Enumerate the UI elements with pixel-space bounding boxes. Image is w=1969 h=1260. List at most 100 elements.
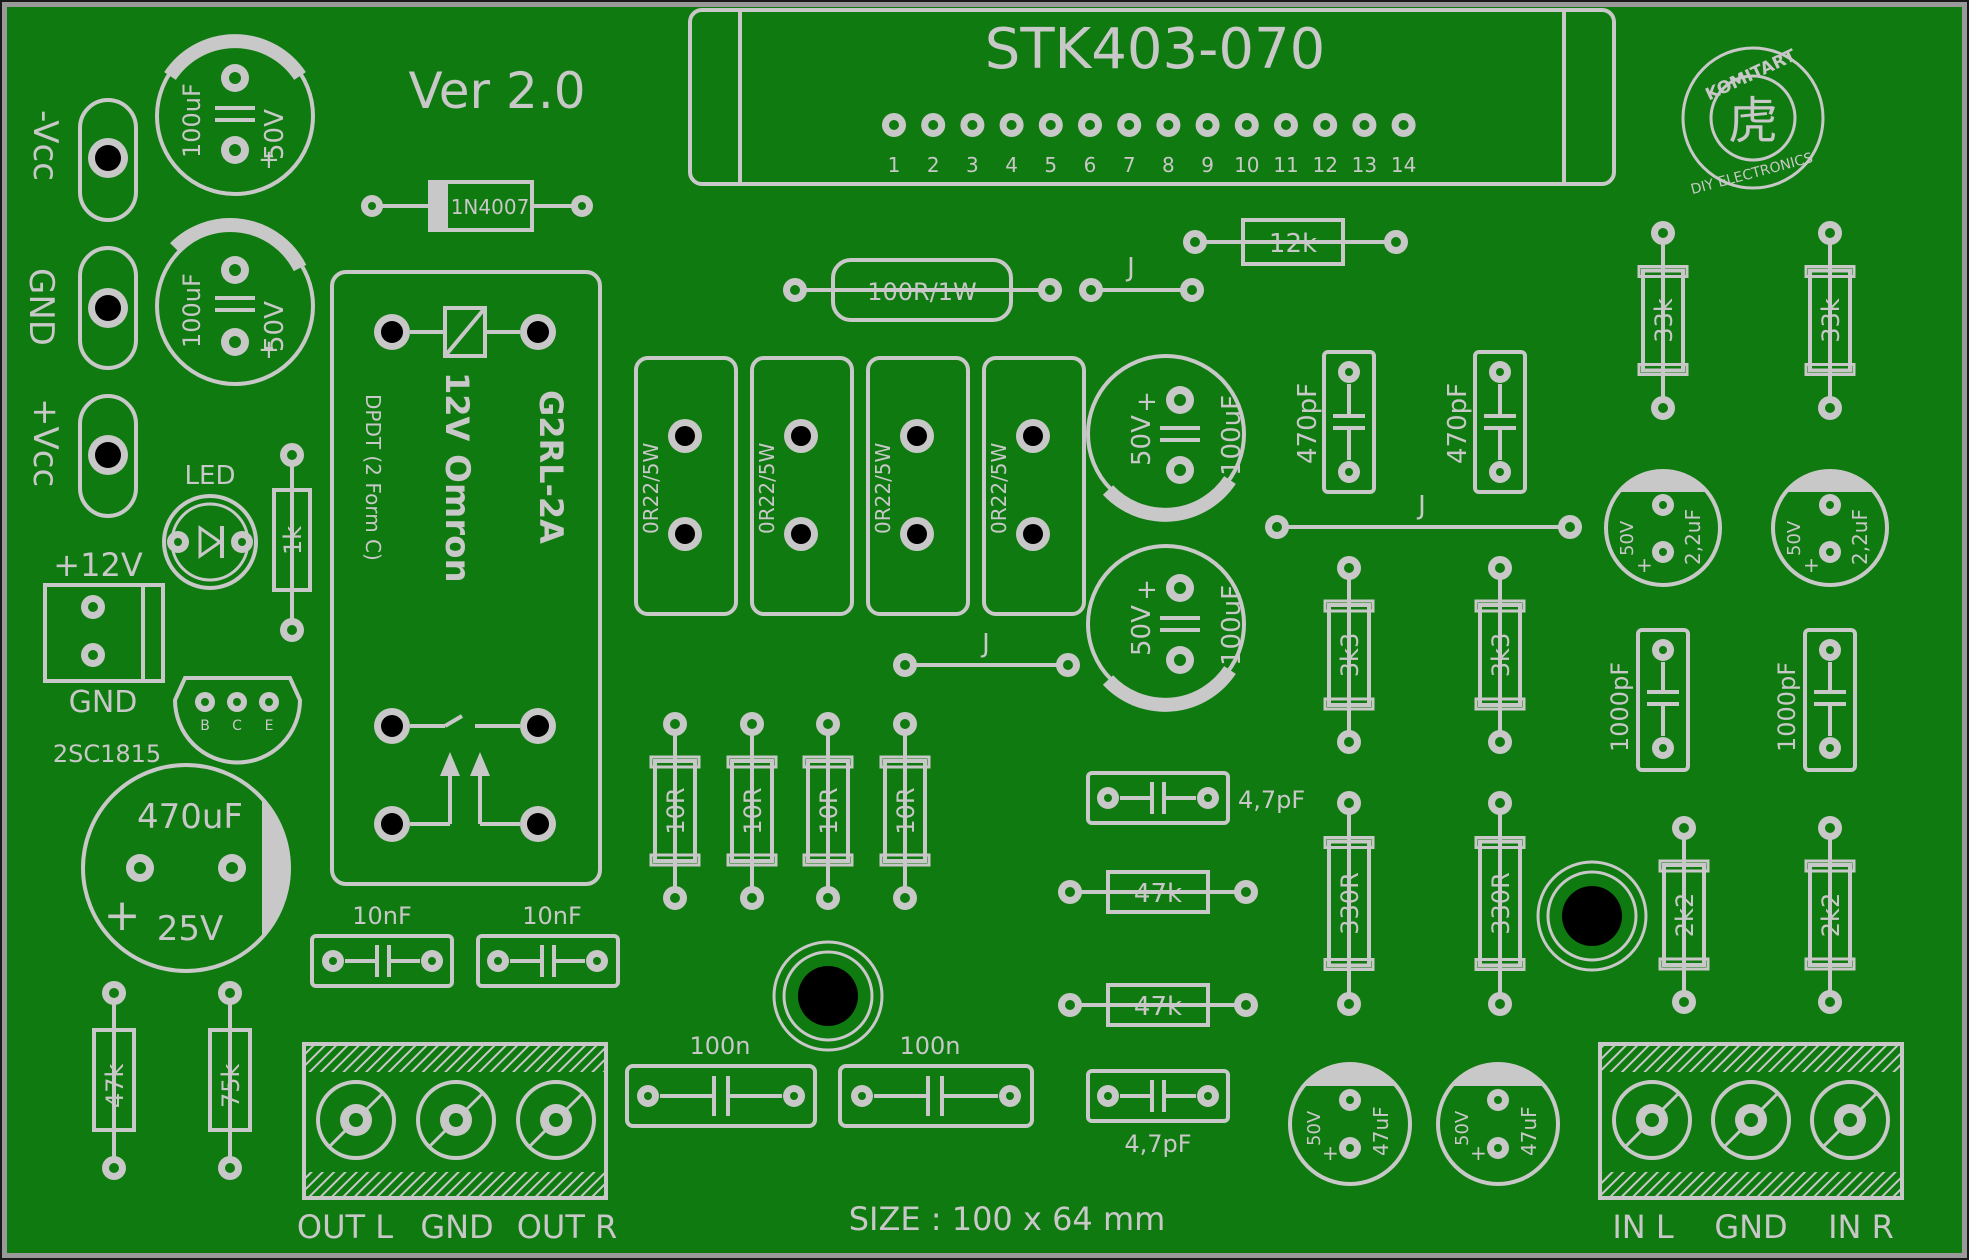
- chip-pin-label: 5: [1044, 153, 1057, 177]
- svg-text:2,2uF: 2,2uF: [1848, 509, 1872, 565]
- svg-text:75k: 75k: [217, 1063, 245, 1108]
- cap-470pf-1: 470pF: [1293, 350, 1376, 494]
- svg-text:+: +: [104, 890, 141, 941]
- svg-text:50V: 50V: [260, 301, 290, 352]
- cap-470pf-2: 470pF: [1443, 350, 1527, 494]
- cap-100uf-3: 50V 100uF +: [1086, 354, 1247, 522]
- svg-text:IN L: IN L: [1612, 1208, 1674, 1246]
- resistor-label: 0R22/5W: [639, 442, 663, 534]
- cap-10nf-1: 10nF: [310, 902, 454, 988]
- svg-text:50V: 50V: [1127, 605, 1157, 656]
- resistor-label: 33k: [1817, 298, 1845, 343]
- chip-pin: 1: [882, 113, 906, 177]
- cap-47pf-1: 4,7pF: [1086, 771, 1305, 825]
- svg-text:G2RL-2A: G2RL-2A: [532, 390, 570, 544]
- svg-text:LED: LED: [185, 461, 236, 491]
- svg-text:470uF: 470uF: [137, 797, 243, 837]
- svg-text:+: +: [258, 335, 280, 365]
- chip-pin: 7: [1117, 113, 1142, 177]
- terminal-screw: [1612, 1080, 1692, 1160]
- mounting-hole-2: [1536, 860, 1648, 972]
- svg-text:50V: 50V: [1784, 520, 1805, 556]
- terminal-screw: [516, 1080, 596, 1160]
- vertical-resistor: 330R: [1323, 791, 1375, 1016]
- chip-pin: 4: [999, 113, 1024, 177]
- chip-pin: 3: [960, 113, 985, 177]
- resistor-0r22-5w: 0R22/5W: [982, 356, 1086, 616]
- svg-text:J: J: [1416, 491, 1426, 521]
- led: LED: [162, 461, 258, 590]
- svg-text:+: +: [1136, 575, 1158, 605]
- relay-g2rl: G2RL-2A Omron 12V DPDT (2 Form C): [330, 270, 602, 886]
- chip-pin-label: 2: [927, 153, 940, 177]
- vertical-resistor: 3k3: [1474, 556, 1526, 754]
- svg-text:1000pF: 1000pF: [1773, 662, 1801, 752]
- svg-text:1000pF: 1000pF: [1606, 662, 1634, 752]
- vertical-resistor: 33k: [1804, 221, 1856, 420]
- svg-text:1N4007: 1N4007: [451, 195, 530, 219]
- svg-text:+: +: [1136, 387, 1158, 417]
- chip-pin-label: 12: [1312, 153, 1337, 177]
- resistor-0r22-5w: 0R22/5W: [634, 356, 738, 616]
- svg-text:J: J: [1125, 253, 1135, 283]
- chip-pin: 13: [1352, 113, 1377, 177]
- chip-pin-label: 8: [1162, 153, 1175, 177]
- svg-text:IN R: IN R: [1828, 1208, 1894, 1246]
- svg-text:4,7pF: 4,7pF: [1238, 786, 1305, 814]
- svg-text:47k: 47k: [1134, 992, 1182, 1022]
- resistor-0r22-5w: 0R22/5W: [750, 356, 854, 616]
- chip-title: STK403-070: [985, 17, 1325, 82]
- vertical-resistor: 330R: [1474, 791, 1526, 1016]
- svg-text:50V: 50V: [1127, 415, 1157, 466]
- svg-text:J: J: [980, 629, 990, 659]
- svg-text:470pF: 470pF: [1443, 383, 1473, 464]
- chip-pin-label: 4: [1005, 153, 1018, 177]
- svg-text:+: +: [1470, 1141, 1487, 1165]
- terminal-screw: [1810, 1080, 1890, 1160]
- resistor-47k-left: 47k: [92, 981, 136, 1180]
- resistor-12k: 12k: [1183, 218, 1408, 266]
- svg-text:+Vcc: +Vcc: [25, 398, 65, 487]
- chip-pin: 8: [1156, 113, 1181, 177]
- resistor-label: 0R22/5W: [755, 442, 779, 534]
- svg-text:4,7pF: 4,7pF: [1124, 1130, 1191, 1158]
- chip-pin-label: 14: [1391, 153, 1416, 177]
- svg-text:50V: 50V: [260, 109, 290, 160]
- svg-text:12k: 12k: [1269, 229, 1317, 259]
- transistor-2sc1815: B C E 2SC1815: [53, 676, 303, 768]
- output-terminal: OUT L GND OUT R: [297, 1042, 618, 1246]
- svg-text:虎: 虎: [1728, 92, 1778, 150]
- jumper-1: J: [1079, 253, 1204, 302]
- resistor-label: 0R22/5W: [871, 442, 895, 534]
- svg-text:2SC1815: 2SC1815: [53, 740, 161, 768]
- vertical-resistor: 3k3: [1323, 556, 1375, 754]
- cap-22uf-2: 50V 2,2uF +: [1771, 469, 1889, 587]
- chip-pin-label: 11: [1273, 153, 1298, 177]
- svg-text:25V: 25V: [157, 909, 224, 949]
- resistor-label: 10R: [739, 787, 767, 834]
- svg-text:GND: GND: [69, 685, 138, 720]
- cap-47uf-1: 50V 47uF +: [1288, 1062, 1412, 1186]
- resistor-label: 10R: [892, 787, 920, 834]
- svg-text:+: +: [258, 145, 280, 175]
- resistor-label: 330R: [1487, 872, 1515, 934]
- size-label: SIZE : 100 x 64 mm: [849, 1200, 1166, 1238]
- svg-text:100n: 100n: [689, 1032, 750, 1060]
- svg-text:47k: 47k: [101, 1063, 129, 1108]
- terminal-screw: [316, 1080, 396, 1160]
- chip-pin-label: 3: [966, 153, 979, 177]
- resistor-100r-1w: 100R/1W: [783, 258, 1062, 322]
- svg-text:10nF: 10nF: [522, 902, 582, 930]
- chip-pin-label: 9: [1201, 153, 1214, 177]
- svg-text:OUT R: OUT R: [517, 1208, 618, 1246]
- diode-1n4007: 1N4007: [361, 180, 593, 232]
- svg-text:GND: GND: [1714, 1208, 1787, 1246]
- vertical-resistor: 2k2: [1804, 816, 1856, 1014]
- vertical-resistor: 10R: [649, 712, 701, 910]
- cap-100uf-4: 50V 100uF +: [1086, 544, 1247, 712]
- svg-text:100uF: 100uF: [178, 273, 206, 348]
- chip-pin-label: 10: [1234, 153, 1259, 177]
- chip-pin: 14: [1391, 113, 1416, 177]
- svg-text:100uF: 100uF: [178, 83, 206, 158]
